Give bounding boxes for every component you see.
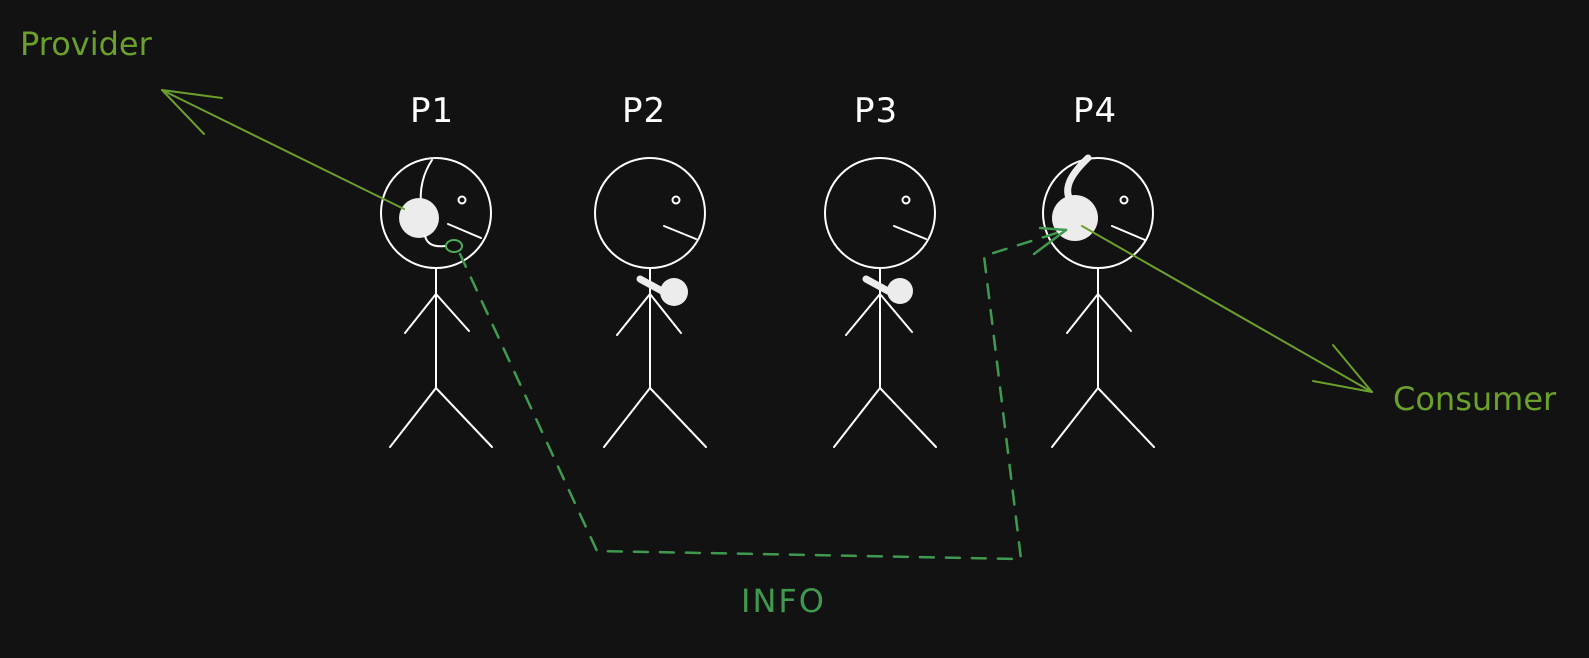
- leg-right-p2: [649, 387, 707, 448]
- held-hand-p3: [862, 275, 892, 295]
- stick-figure-p3: [824, 157, 937, 448]
- person-label-p3: P3: [854, 91, 898, 131]
- stick-figure-p1: [380, 157, 493, 448]
- eye-p4: [1119, 195, 1129, 205]
- eye-p2: [671, 195, 681, 205]
- mouth-p2: [663, 225, 697, 240]
- person-label-p2: P2: [622, 91, 666, 131]
- held-object-icon: [660, 278, 688, 306]
- stick-figure-p2: [594, 157, 707, 448]
- consumer-arrow-shaft: [1081, 225, 1373, 393]
- mic-boom-p1: [424, 235, 446, 248]
- provider-arrowhead-a: [161, 89, 223, 99]
- info-arrowhead-b: [1032, 228, 1068, 256]
- leg-right-p4: [1097, 387, 1155, 448]
- mouth-p1: [447, 223, 482, 239]
- leg-left-p4: [1051, 387, 1099, 448]
- eye-p3: [901, 195, 911, 205]
- consumer-label: Consumer: [1393, 380, 1557, 418]
- head-p2: [594, 157, 706, 269]
- arm-right-p2: [649, 293, 682, 334]
- eye-p1: [457, 195, 467, 205]
- stick-figure-p4: [1042, 154, 1155, 448]
- held-hand-p2: [636, 275, 666, 295]
- microphone-icon: [445, 239, 463, 253]
- mouth-p4: [1111, 225, 1146, 241]
- leg-right-p3: [879, 387, 937, 448]
- head-p3: [824, 157, 936, 269]
- consumer-arrowhead-a: [1312, 380, 1373, 393]
- person-label-p1: P1: [410, 91, 454, 131]
- arm-right-p4: [1097, 293, 1132, 332]
- info-label: INFO: [741, 582, 826, 620]
- provider-arrow: [161, 89, 405, 210]
- arm-left-p3: [845, 293, 881, 336]
- consumer-arrowhead-b: [1332, 344, 1373, 393]
- arm-left-p4: [1066, 293, 1099, 334]
- headset-icon: [399, 198, 439, 238]
- provider-arrow-shaft: [161, 89, 405, 210]
- consumer-arrow: [1081, 225, 1373, 393]
- provider-label: Provider: [20, 25, 153, 63]
- leg-left-p1: [389, 387, 437, 448]
- leg-left-p2: [603, 387, 651, 448]
- leg-left-p3: [833, 387, 881, 448]
- leg-right-p1: [435, 387, 493, 448]
- mouth-p3: [893, 225, 927, 240]
- provider-arrowhead-b: [161, 89, 205, 135]
- info-flow-path: [458, 226, 1068, 561]
- arm-right-p1: [435, 293, 470, 332]
- arm-left-p2: [616, 293, 651, 336]
- held-object-icon: [887, 278, 913, 304]
- arm-right-p3: [879, 293, 913, 333]
- person-label-p4: P4: [1073, 91, 1117, 131]
- info-arrowhead-a: [1038, 226, 1068, 232]
- arm-left-p1: [404, 293, 437, 334]
- info-dashed-line: [458, 228, 1068, 561]
